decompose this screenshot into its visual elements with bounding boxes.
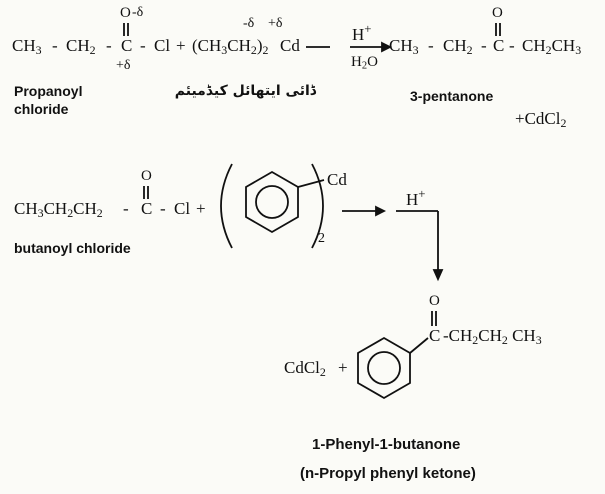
r2-reactant-label: butanoyl chloride [14,240,131,256]
r1-product-label: 3-pentanone [410,88,494,104]
r1-ch2: CH2 [66,36,96,57]
r1-acid: H+ [352,22,372,44]
r1-product-ch3: CH3 [389,36,419,57]
r1-carbon-partial-charge: +δ [116,58,131,73]
r2-carbonyl-carbon: C [141,199,153,218]
r1-plus: + [176,36,186,55]
r2-acid: H+ [406,187,426,209]
r1-carbonyl-oxygen: O [120,5,131,21]
r1-product-carbonyl-carbon: C [493,36,505,55]
r1-ethyl-partial-charge: -δ [243,16,255,31]
r2-right-parenthesis [311,163,324,249]
r2-product-alt-name: (n-Propyl phenyl ketone) [300,465,476,482]
r2-reactant-chain: CH3CH2CH2 [14,199,103,220]
r2-byproduct-plus: + [338,358,348,377]
r2-product-phenyl-ring [357,336,411,400]
r1-product-carbonyl-double-bond [495,23,501,36]
r2-phenyl-ring [245,170,299,234]
r2-chlorine: Cl [174,199,191,218]
r1-dash-1: - [52,36,58,55]
r2-plus: + [196,199,206,218]
r2-cadmium: Cd [327,170,347,189]
r2-product-chain: -CH2CH2 CH3 [443,326,542,347]
r2-product-carbonyl-carbon: C [429,326,441,345]
r2-left-parenthesis [220,163,233,249]
r2-dash: - [123,199,129,218]
r1-reactant-label-line1: Propanoyl [14,83,83,99]
r1-reactant-label-line2: chloride [14,101,69,117]
r1-cadmium-partial-charge: +δ [268,16,283,31]
r1-reaction-arrow [306,41,393,53]
r1-product-ch2: CH2 [443,36,473,57]
r1-dash-2: - [106,36,112,55]
r1-cadmium: Cd [280,36,300,55]
r2-product-carbonyl-double-bond [431,311,437,326]
r2-product-carbonyl-oxygen: O [429,293,440,309]
r1-reagent-label: ڈائی ایتھائل کیڈمیئم [174,83,316,99]
r1-product-dash-2: - [481,36,487,55]
r1-product-ethyl: CH2CH3 [522,36,582,57]
r1-byproduct: +CdCl2 [515,109,567,130]
r2-dash-cl: - [160,199,166,218]
r2-paren-subscript: 2 [318,231,325,246]
r1-water: H2O [351,54,378,72]
r1-carbonyl-double-bond [123,23,129,36]
r1-product-dash-3: - [509,36,515,55]
r1-product-dash-1: - [428,36,434,55]
r2-carbonyl-double-bond [143,186,149,199]
r2-carbonyl-oxygen: O [141,168,152,184]
r1-chlorine: Cl [154,36,171,55]
r2-phenyl-cd-bond [297,179,325,188]
r2-product-name: 1-Phenyl-1-butanone [312,436,461,453]
r1-oxygen-partial-charge: -δ [132,5,144,20]
r1-reagent-formula: (CH3CH2)2 [192,36,269,57]
r2-reaction-arrow [342,205,444,282]
r2-byproduct: CdCl2 [284,358,326,379]
r1-dash-3: - [140,36,146,55]
r2-product-ring-carbon-bond [409,337,429,354]
r1-ch3: CH3 [12,36,42,57]
r1-carbonyl-carbon: C [121,36,133,55]
r1-product-carbonyl-oxygen: O [492,5,503,21]
